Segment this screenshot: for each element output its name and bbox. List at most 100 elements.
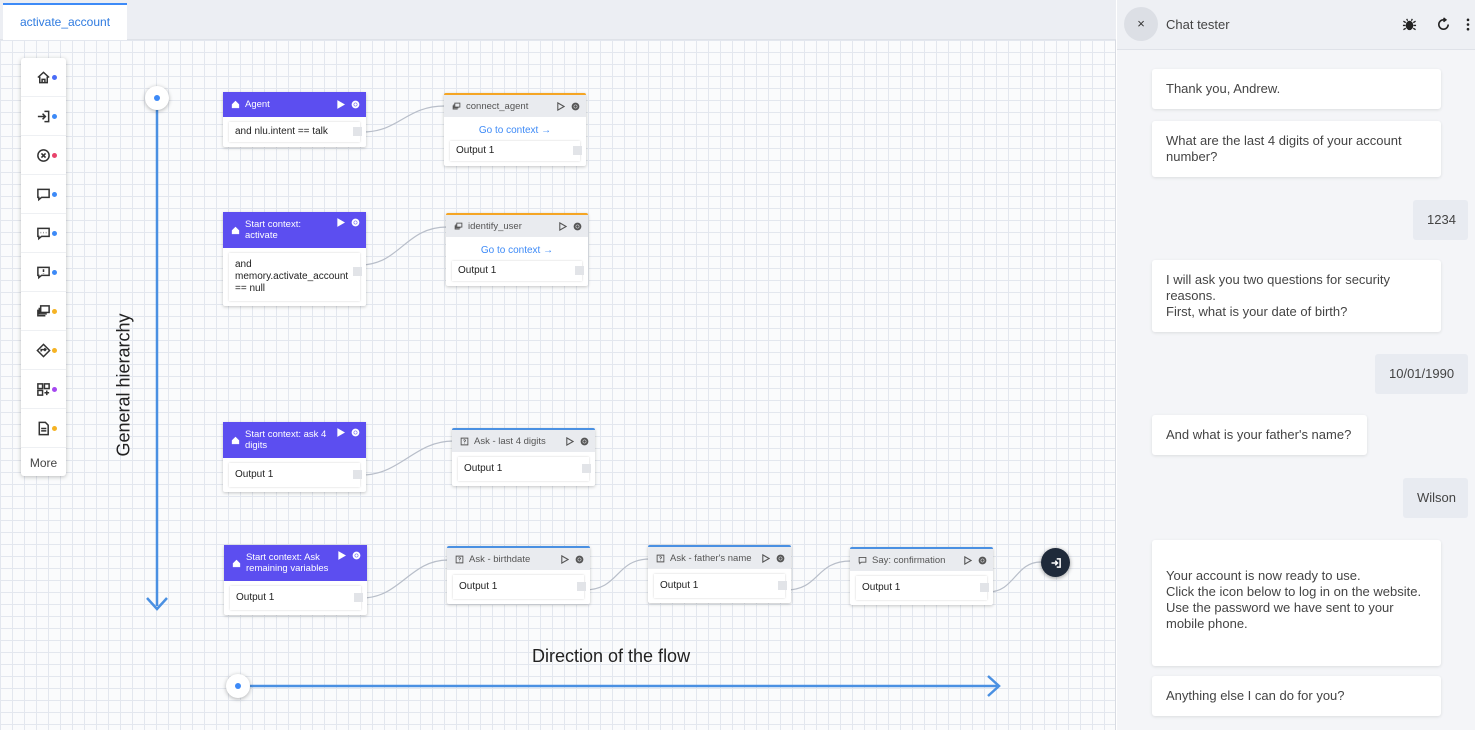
palette-dot (52, 387, 57, 392)
gear-icon[interactable] (580, 437, 589, 446)
palette-dot (52, 153, 57, 158)
output-port[interactable] (577, 582, 586, 591)
output-port[interactable] (354, 593, 363, 602)
flow-canvas[interactable]: General hierarchy Direction of the flow (0, 40, 1116, 730)
palette-dot (52, 114, 57, 119)
chat-close-button[interactable]: × (1124, 7, 1158, 41)
output-label: Output 1 (459, 581, 498, 592)
palette-item-diamond[interactable] (21, 331, 66, 370)
palette-item-home[interactable] (21, 58, 66, 97)
message-icon (858, 556, 867, 565)
palette-dot (52, 270, 57, 275)
output-port[interactable] (582, 464, 591, 473)
gear-icon[interactable] (351, 100, 360, 109)
node-title: Agent (245, 99, 270, 110)
palette-item-enter[interactable] (21, 97, 66, 136)
play-icon[interactable] (336, 100, 345, 109)
output-port[interactable] (353, 470, 362, 479)
play-icon[interactable] (336, 218, 345, 227)
node-ask-last4[interactable]: Ask - last 4 digits Output 1 (452, 428, 595, 486)
hierarchy-arrow-head (146, 597, 168, 611)
output-label: Output 1 (236, 592, 275, 603)
play-icon[interactable] (336, 428, 345, 437)
tab-bar: activate_account (0, 0, 1116, 40)
output-port[interactable] (353, 127, 362, 136)
palette-item-message-dots[interactable] (21, 214, 66, 253)
close-circle-icon (37, 148, 50, 162)
gear-icon[interactable] (351, 428, 360, 437)
output-port[interactable] (778, 581, 787, 590)
palette-item-message-alert[interactable] (21, 253, 66, 292)
node-title: connect_agent (466, 100, 529, 112)
output-port[interactable] (980, 583, 989, 592)
palette-dot (52, 309, 57, 314)
flow-arrow-head (987, 675, 1001, 697)
gear-icon[interactable] (573, 222, 582, 231)
gear-icon[interactable] (352, 551, 361, 560)
restart-button[interactable] (1434, 15, 1452, 33)
bot-message-with-attachment: Your account is now ready to use. Click … (1152, 540, 1441, 692)
more-options-button[interactable] (1463, 15, 1473, 33)
exit-node[interactable] (1041, 548, 1070, 577)
gear-icon[interactable] (575, 555, 584, 564)
tab-activate-account[interactable]: activate_account (3, 3, 127, 40)
bot-message: I will ask you two questions for securit… (1152, 260, 1441, 332)
go-to-context-link[interactable]: Go to context → (480, 245, 554, 256)
play-icon[interactable] (558, 221, 567, 231)
message-icon (37, 188, 50, 201)
palette-item-layers[interactable] (21, 292, 66, 331)
trigger-node-start-remaining[interactable]: Start context: Ask remaining variables O… (224, 545, 367, 615)
palette-item-document[interactable] (21, 409, 66, 448)
gear-icon[interactable] (978, 556, 987, 565)
play-icon[interactable] (556, 101, 565, 111)
bot-message: What are the last 4 digits of your accou… (1152, 121, 1441, 177)
output-port[interactable] (573, 146, 582, 155)
node-ask-father[interactable]: Ask - father's name Output 1 (648, 545, 791, 603)
bug-icon (1402, 18, 1416, 30)
node-output-row: Output 1 (452, 261, 584, 281)
output-port[interactable] (353, 267, 362, 276)
play-icon[interactable] (963, 555, 972, 565)
node-condition-row: and memory.activate_account == null (229, 253, 362, 301)
node-title: Start context: ask 4 digits (245, 429, 327, 451)
node-title: Start context: Ask remaining variables (246, 552, 329, 574)
play-icon[interactable] (761, 553, 770, 563)
debug-button[interactable] (1400, 15, 1418, 33)
refresh-icon (1437, 16, 1449, 30)
node-ask-birthdate[interactable]: Ask - birthdate Output 1 (447, 546, 590, 604)
node-say-confirmation[interactable]: Say: confirmation Output 1 (850, 547, 993, 605)
gear-icon[interactable] (571, 102, 580, 111)
gear-icon[interactable] (776, 554, 785, 563)
play-icon[interactable] (337, 551, 346, 560)
condition-text: and memory.activate_account == null (235, 259, 349, 294)
chat-title: Chat tester (1166, 17, 1230, 32)
grid-plus-icon (37, 382, 50, 396)
bot-message: And what is your father's name? (1152, 415, 1367, 455)
palette-more-button[interactable]: More (29, 456, 58, 470)
node-connect-agent[interactable]: connect_agent Go to context → Output 1 (444, 93, 586, 166)
go-to-context-link[interactable]: Go to context → (478, 125, 552, 136)
message-question-icon (656, 554, 665, 562)
output-port[interactable] (575, 266, 584, 275)
palette-item-close[interactable] (21, 136, 66, 175)
node-title: Start context: activate (245, 219, 301, 241)
trigger-node-start-activate[interactable]: Start context: activate and memory.activ… (223, 212, 366, 306)
message-question-icon (460, 437, 469, 445)
trigger-node-start-ask4[interactable]: Start context: ask 4 digits Output 1 (223, 422, 366, 492)
palette-item-grid-plus[interactable] (21, 370, 66, 409)
play-icon[interactable] (560, 554, 569, 564)
node-condition-row: and nlu.intent == talk (229, 122, 362, 142)
output-label: Output 1 (660, 580, 699, 591)
trigger-node-agent[interactable]: Agent and nlu.intent == talk (223, 92, 366, 147)
connection-activate-identify (359, 226, 448, 266)
palette-item-message[interactable] (21, 175, 66, 214)
play-icon[interactable] (565, 436, 574, 446)
exit-icon (1051, 557, 1061, 568)
condition-text: and nlu.intent == talk (235, 126, 328, 137)
node-title: Ask - father's name (670, 552, 752, 564)
palette-dot (52, 348, 57, 353)
gear-icon[interactable] (351, 218, 360, 227)
user-message: 10/01/1990 (1375, 354, 1468, 394)
node-identify-user[interactable]: identify_user Go to context → Output 1 (446, 213, 588, 286)
connection-agent-connect (361, 105, 446, 133)
